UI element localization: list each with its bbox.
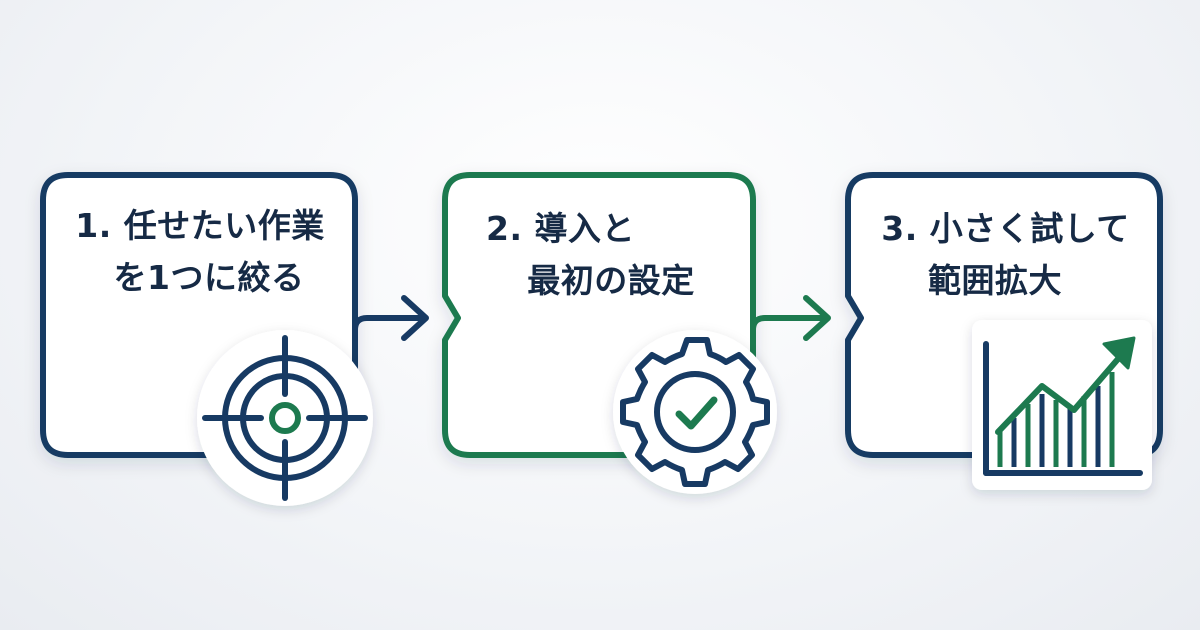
step-2-title-line2: 最初の設定 [527, 261, 695, 300]
step-3-title-line2: 範囲拡大 [928, 261, 1062, 300]
step-1-title-line2: を1つに絞る [113, 258, 305, 297]
target-icon [197, 330, 373, 506]
growth-chart-icon [972, 320, 1152, 490]
step-2-number: 2. [486, 209, 523, 248]
step-3-title-text-1: 小さく試して [929, 209, 1130, 248]
step-1-title-line1: 1. 任せたい作業 [55, 200, 345, 252]
gear-check-icon [613, 330, 777, 494]
step-1-number: 1. [75, 206, 112, 245]
arrow-1-to-2 [352, 295, 429, 341]
step-2-title-text-1: 導入と [534, 209, 635, 248]
step-2-title-line1: 2. 導入と [462, 203, 722, 255]
step-1-title-text-1: 任せたい作業 [123, 206, 325, 245]
arrow-2-to-3 [750, 295, 831, 341]
step-3-number: 3. [881, 209, 918, 248]
step-3-title: 3. 小さく試して 範囲拡大 [868, 203, 1143, 307]
step-1-title: 1. 任せたい作業 を1つに絞る [55, 200, 345, 304]
step-3-title-line1: 3. 小さく試して [868, 203, 1143, 255]
step-2-title: 2. 導入と 最初の設定 [462, 203, 722, 307]
